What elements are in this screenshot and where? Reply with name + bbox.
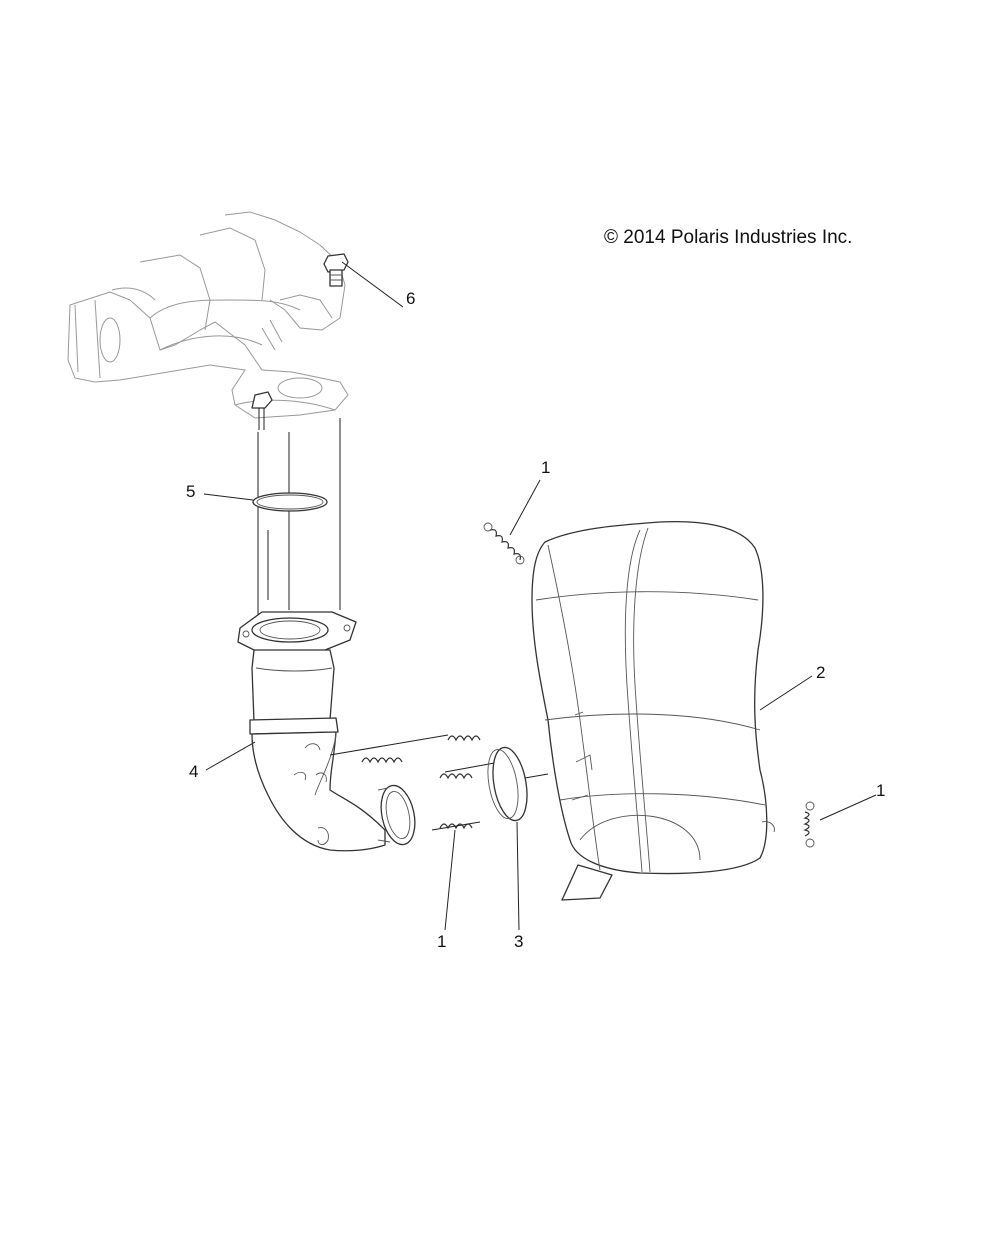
leader-lines — [203, 261, 877, 931]
callout-1-top: 1 — [541, 458, 551, 477]
manifold-stud — [251, 391, 273, 430]
callout-4: 4 — [189, 762, 199, 781]
callout-2: 2 — [816, 663, 826, 682]
spring-part-top — [483, 522, 525, 565]
bolt-part — [323, 253, 349, 287]
head-pipe-part — [237, 611, 416, 852]
callout-5: 5 — [186, 482, 196, 501]
muffler-part — [531, 520, 775, 901]
gasket-part — [252, 492, 328, 512]
exhaust-manifold — [67, 211, 349, 419]
callout-1-bottom: 1 — [437, 932, 447, 951]
copyright-text: © 2014 Polaris Industries Inc. — [604, 227, 853, 248]
spring-part-right — [803, 801, 815, 848]
spring-part-upper — [329, 734, 481, 764]
callout-3: 3 — [514, 932, 524, 951]
callout-6: 6 — [406, 289, 416, 308]
spring-part-lower — [431, 761, 501, 831]
alignment-lines — [257, 418, 341, 632]
seal-part — [487, 746, 549, 822]
callout-1-right: 1 — [876, 781, 886, 800]
